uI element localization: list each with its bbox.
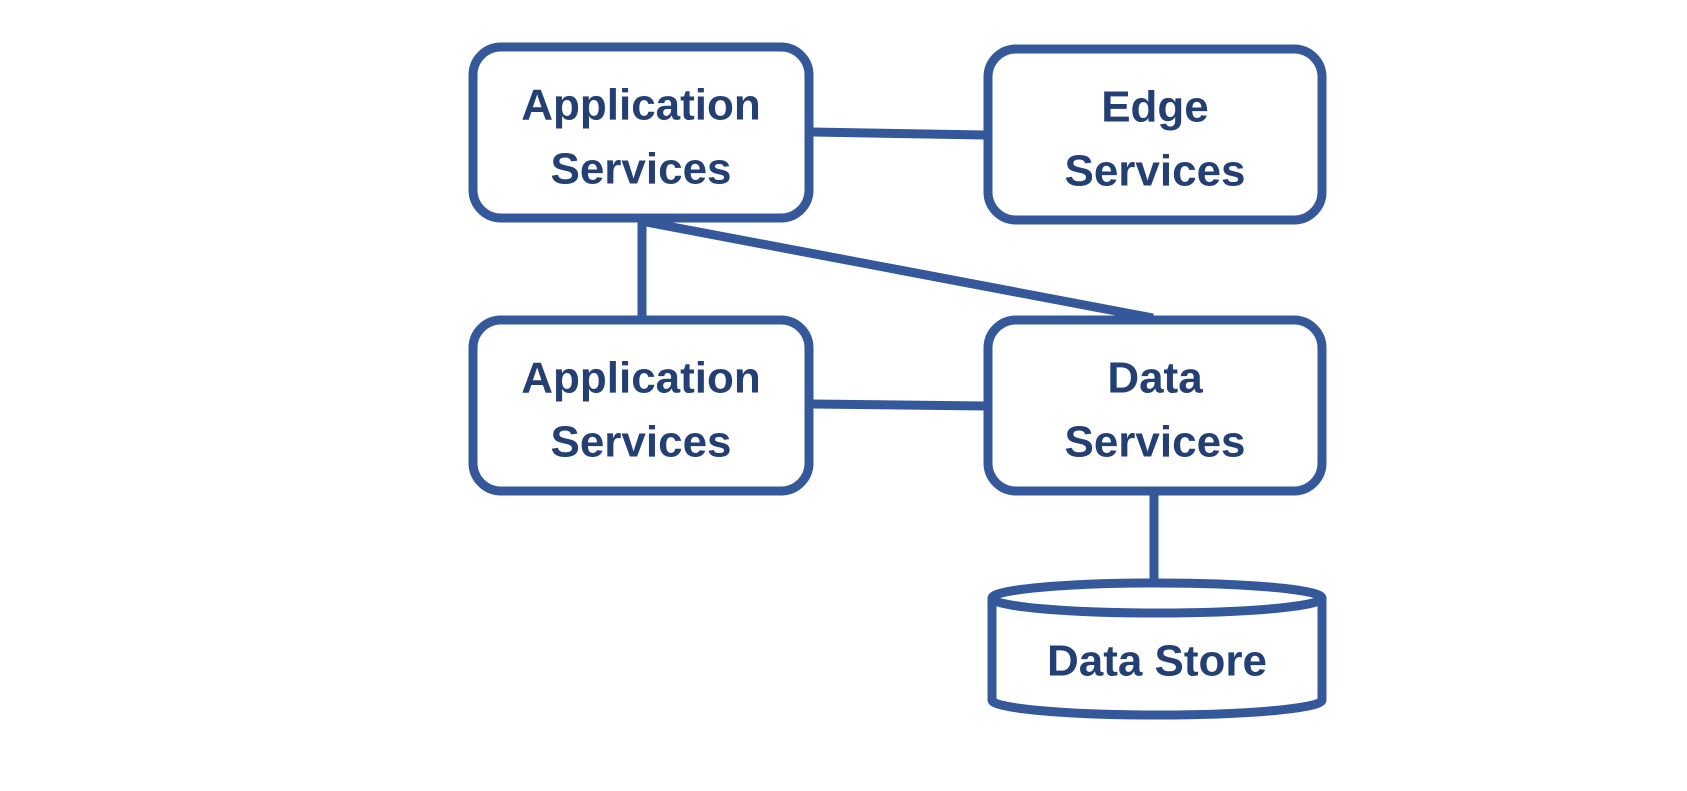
node-edge-services: Edge Services [983, 44, 1327, 225]
node-label-line1: Edge [1101, 83, 1209, 132]
node-label-line2: Services [550, 418, 731, 467]
database-top-ellipse [987, 578, 1327, 618]
connector-app-top-to-edge [811, 127, 986, 140]
node-label-line1: Application [521, 81, 761, 130]
node-label-line1: Application [521, 354, 761, 403]
node-data-store: Data Store [987, 578, 1327, 720]
node-box [983, 44, 1327, 225]
node-label-line2: Services [1064, 418, 1245, 467]
node-label-line2: Services [550, 145, 731, 194]
database-icon [987, 598, 1327, 720]
node-application-services-top: Application Services [468, 42, 814, 223]
node-box [983, 315, 1327, 496]
connectors [637, 127, 1159, 580]
node-application-services-bottom: Application Services [468, 315, 814, 496]
connector-app-top-to-data-services [645, 217, 1154, 323]
node-label: Data Store [1047, 637, 1267, 686]
node-box [468, 42, 814, 223]
node-data-services: Data Services [983, 315, 1327, 496]
node-label-line2: Services [1064, 147, 1245, 196]
connector-app-bottom-to-data-services [811, 399, 986, 411]
node-label-line1: Data [1107, 354, 1203, 403]
node-box [468, 315, 814, 496]
